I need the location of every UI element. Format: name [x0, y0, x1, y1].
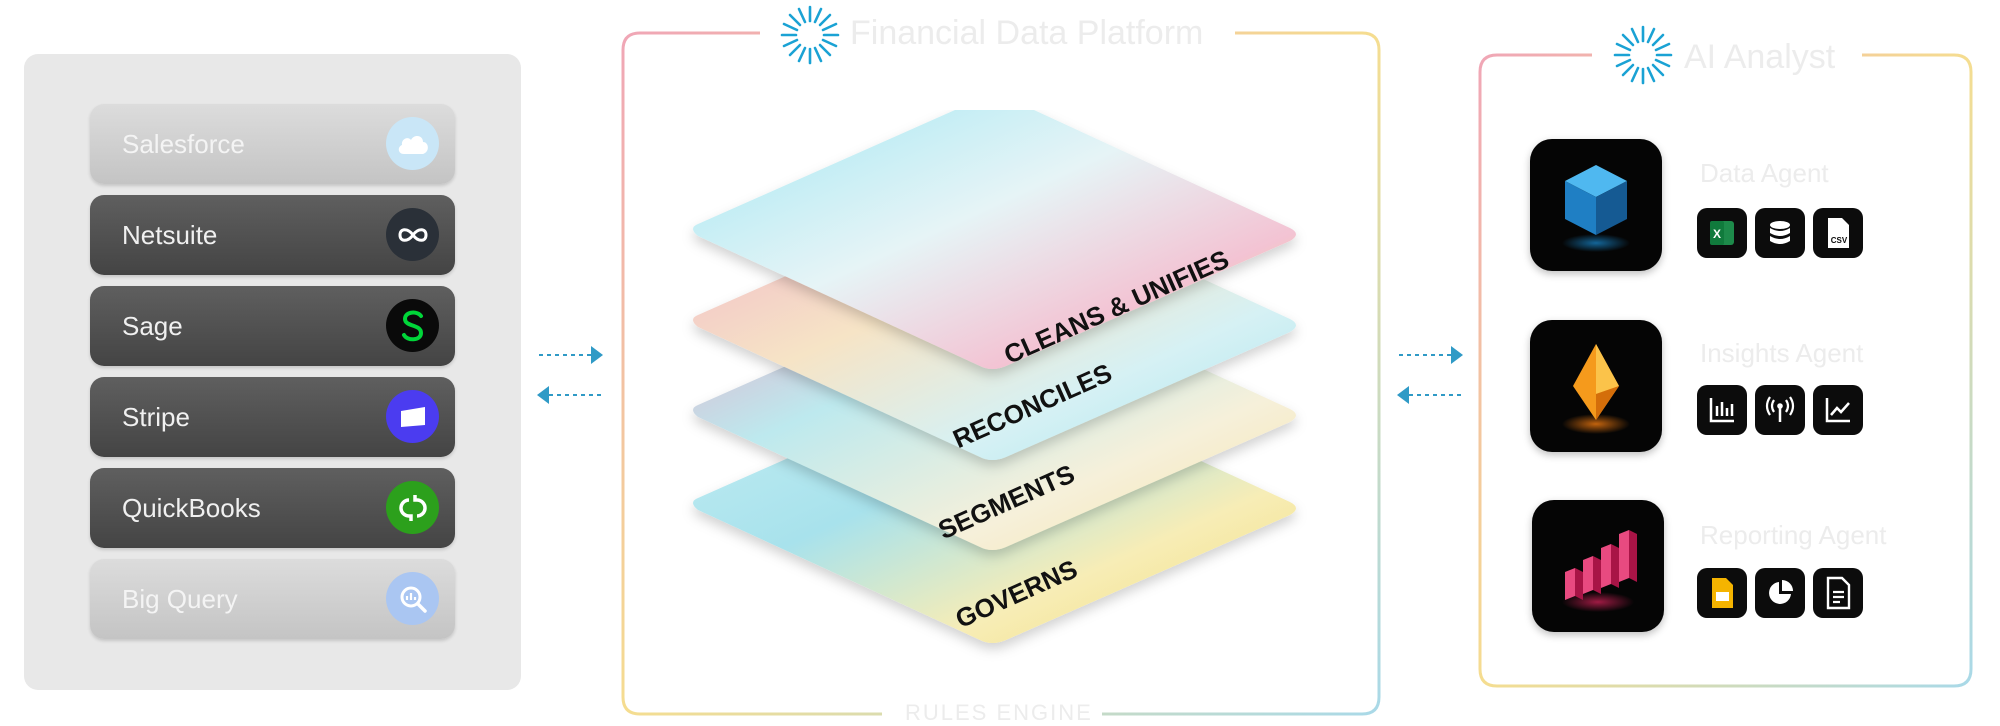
data-sources-panel: Salesforce Netsuite Sage Stripe QuickBoo… [24, 54, 521, 690]
document-icon [1813, 568, 1863, 618]
layer-stack: GOVERNS SEGMENTS RECONCILES CLEANS & UNI… [693, 110, 1296, 643]
cube-icon [1562, 165, 1630, 252]
layer-cleans-unifies [693, 110, 1296, 369]
insights-agent-tile[interactable] [1530, 320, 1662, 452]
source-label: Netsuite [122, 220, 218, 250]
platform-title: Financial Data Platform [850, 14, 1204, 52]
sun-logo-icon [780, 5, 840, 65]
source-label: Salesforce [122, 129, 245, 159]
excel-icon: X [1697, 208, 1747, 258]
platform-frame [621, 31, 1381, 716]
database-icon [1755, 208, 1805, 258]
analyst-title: AI Analyst [1684, 38, 1836, 76]
sage-s-icon [386, 299, 439, 352]
reporting-agent-tile[interactable] [1532, 500, 1664, 632]
quickbooks-icon [386, 481, 439, 534]
sun-logo-icon [1613, 25, 1673, 85]
sync-arrows-right [1397, 346, 1463, 404]
analyst-frame [1478, 53, 1973, 688]
broadcast-icon [1755, 385, 1805, 435]
salesforce-cloud-icon [386, 117, 439, 170]
platform-bottom-caption: RULES ENGINE [905, 700, 1093, 725]
bar-chart-3d-icon [1562, 530, 1637, 612]
source-label: Sage [122, 311, 183, 341]
data-agent-tile[interactable] [1530, 139, 1662, 271]
agent-name: Insights Agent [1700, 338, 1864, 368]
source-label: Stripe [122, 402, 190, 432]
agent-name: Reporting Agent [1700, 520, 1887, 550]
bar-chart-icon [1697, 385, 1747, 435]
svg-text:CSV: CSV [1831, 236, 1848, 245]
netsuite-infinity-icon [386, 208, 439, 261]
slides-icon [1697, 568, 1747, 618]
pie-chart-icon [1755, 568, 1805, 618]
source-label: Big Query [122, 584, 238, 614]
agent-name: Data Agent [1700, 158, 1829, 188]
diamond-icon [1562, 344, 1630, 434]
source-netsuite[interactable]: Netsuite [90, 195, 455, 275]
sync-arrows-left [537, 346, 603, 404]
csv-file-icon: CSV [1813, 208, 1863, 258]
bigquery-icon [386, 572, 439, 625]
source-label: QuickBooks [122, 493, 261, 523]
stripe-icon [386, 390, 439, 443]
source-salesforce[interactable]: Salesforce [90, 104, 455, 184]
line-chart-icon [1813, 385, 1863, 435]
source-stripe[interactable]: Stripe [90, 377, 455, 457]
source-quickbooks[interactable]: QuickBooks [90, 468, 455, 548]
source-sage[interactable]: Sage [90, 286, 455, 366]
source-bigquery[interactable]: Big Query [90, 559, 455, 639]
svg-text:X: X [1713, 227, 1721, 241]
